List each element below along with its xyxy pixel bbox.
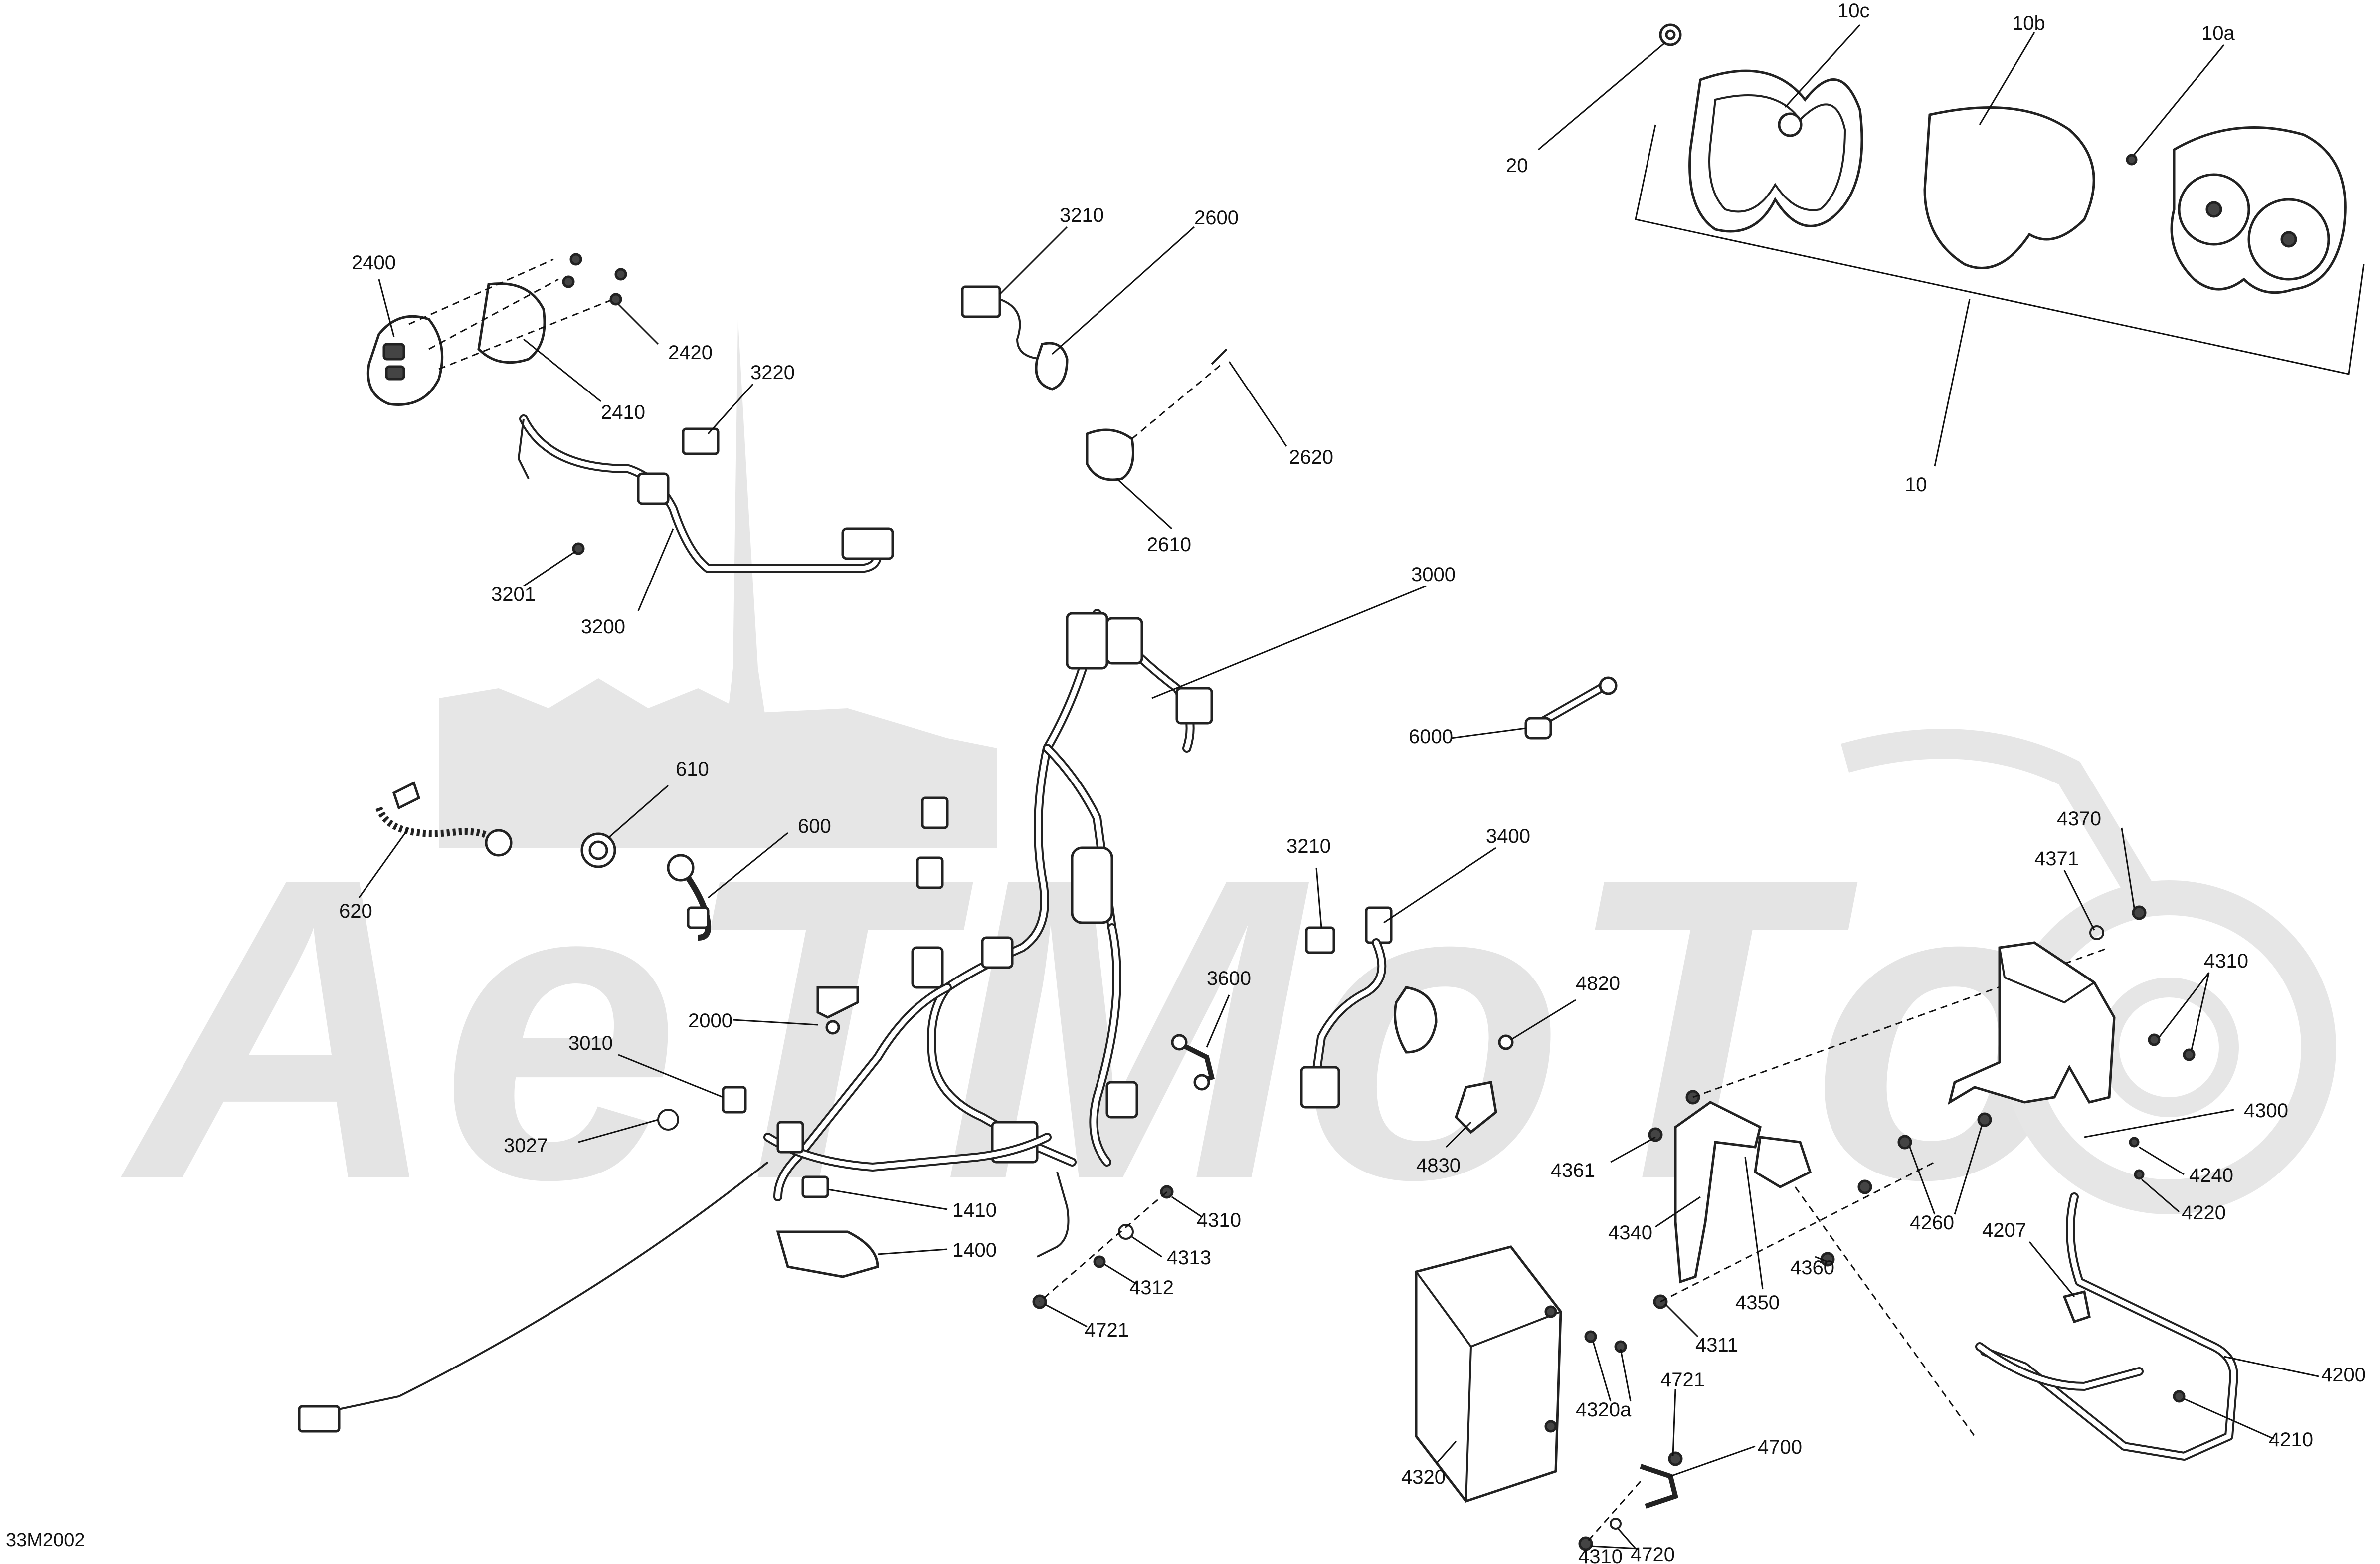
callout-4340: 4340	[1608, 1222, 1652, 1244]
callout-3200: 3200	[581, 616, 625, 638]
callout-4320: 4320	[1401, 1466, 1446, 1488]
callout-3210-top: 3210	[1060, 204, 1104, 226]
main-wire-harness-3000	[773, 585, 1427, 1201]
ground-cable-4700	[1578, 1388, 1756, 1551]
coil-cord-620	[358, 781, 513, 898]
callout-2400: 2400	[352, 252, 396, 274]
callout-620: 620	[339, 900, 372, 922]
watermark-logo: AeTMoTo	[116, 319, 2336, 1268]
battery-tray-4300	[1897, 827, 2234, 1215]
wire-harness-3200	[517, 414, 894, 611]
callout-4360: 4360	[1790, 1257, 1834, 1279]
fasteners-lower-left	[1032, 1185, 1202, 1328]
callout-600: 600	[798, 815, 831, 837]
callout-4830: 4830	[1416, 1155, 1461, 1176]
callout-3010: 3010	[568, 1032, 613, 1054]
parts-4820-4830	[1445, 999, 1576, 1148]
callout-4371: 4371	[2034, 848, 2079, 870]
callout-4260: 4260	[1910, 1212, 1954, 1234]
callout-4312: 4312	[1129, 1277, 1174, 1299]
cable-6000	[1451, 676, 1618, 740]
callout-4350: 4350	[1735, 1292, 1780, 1314]
callout-1400: 1400	[952, 1239, 997, 1261]
callout-4200: 4200	[2321, 1364, 2366, 1386]
callout-4240: 4240	[2189, 1165, 2233, 1186]
callout-6000: 6000	[1409, 726, 1453, 748]
callout-4320a: 4320a	[1576, 1399, 1632, 1421]
callout-4313: 4313	[1167, 1247, 1211, 1269]
strap-4200	[1975, 1192, 2319, 1461]
connector-2000	[732, 986, 859, 1035]
callout-4311: 4311	[1695, 1334, 1738, 1356]
battery-4320	[1415, 1245, 1632, 1503]
callout-2600: 2600	[1194, 207, 1239, 229]
grommet-610	[580, 784, 669, 868]
callout-4370: 4370	[2057, 808, 2101, 830]
callout-2420: 2420	[668, 342, 713, 364]
cable-3600	[1171, 994, 1230, 1091]
callout-3400: 3400	[1486, 825, 1530, 847]
switch-3010-ring-3027	[578, 1054, 747, 1143]
sensor-600	[667, 832, 788, 941]
callout-10c: 10c	[1837, 0, 1870, 22]
cover-2610-pin-2620	[1086, 348, 1287, 530]
callout-2000: 2000	[688, 1010, 732, 1032]
module-1400-1410	[776, 1175, 948, 1278]
callout-4820: 4820	[1576, 973, 1620, 994]
callout-4310-left: 4310	[1197, 1209, 1241, 1231]
callout-3000: 3000	[1411, 564, 1456, 586]
callout-10: 10	[1905, 474, 1927, 496]
bracket-relay-group	[1610, 947, 2110, 1437]
callout-10a: 10a	[2201, 22, 2235, 44]
sensor-wire-lower	[298, 1121, 1070, 1433]
callout-1410: 1410	[952, 1199, 997, 1221]
callout-4210: 4210	[2269, 1429, 2313, 1451]
callout-3201: 3201	[491, 584, 536, 605]
harness-3400	[1300, 847, 1496, 1109]
callout-4361: 4361	[1551, 1160, 1595, 1181]
callout-3600: 3600	[1207, 968, 1251, 989]
callout-4310-right: 4310	[2204, 950, 2248, 972]
instrument-cluster-group	[1538, 23, 2365, 467]
callout-labels: 10 10a 10b 10c 20 2400 2410 2420 3220 32…	[6, 0, 2366, 1564]
callout-4700: 4700	[1758, 1436, 1802, 1458]
callout-4220: 4220	[2182, 1202, 2226, 1224]
callout-2620: 2620	[1289, 446, 1333, 468]
callout-4721-right: 4721	[1660, 1369, 1705, 1391]
callout-4300: 4300	[2244, 1100, 2288, 1122]
callout-3027: 3027	[504, 1135, 548, 1157]
callout-10b: 10b	[2012, 12, 2045, 34]
callout-2410: 2410	[601, 401, 645, 423]
callout-610: 610	[676, 758, 709, 780]
callout-4721-left: 4721	[1085, 1319, 1129, 1341]
diagram-code: 33M2002	[6, 1530, 85, 1551]
callout-4207: 4207	[1982, 1219, 2026, 1241]
callout-20: 20	[1506, 155, 1528, 177]
connector-3210-2600	[961, 226, 1195, 391]
connector-3220	[682, 383, 754, 455]
callout-3210-right: 3210	[1286, 835, 1331, 857]
handlebar-switch-group	[366, 253, 659, 406]
callout-4310-bottom: 4310	[1578, 1546, 1623, 1564]
callout-4720: 4720	[1631, 1544, 1675, 1564]
callout-3220: 3220	[750, 362, 795, 384]
callout-2610: 2610	[1147, 534, 1191, 556]
